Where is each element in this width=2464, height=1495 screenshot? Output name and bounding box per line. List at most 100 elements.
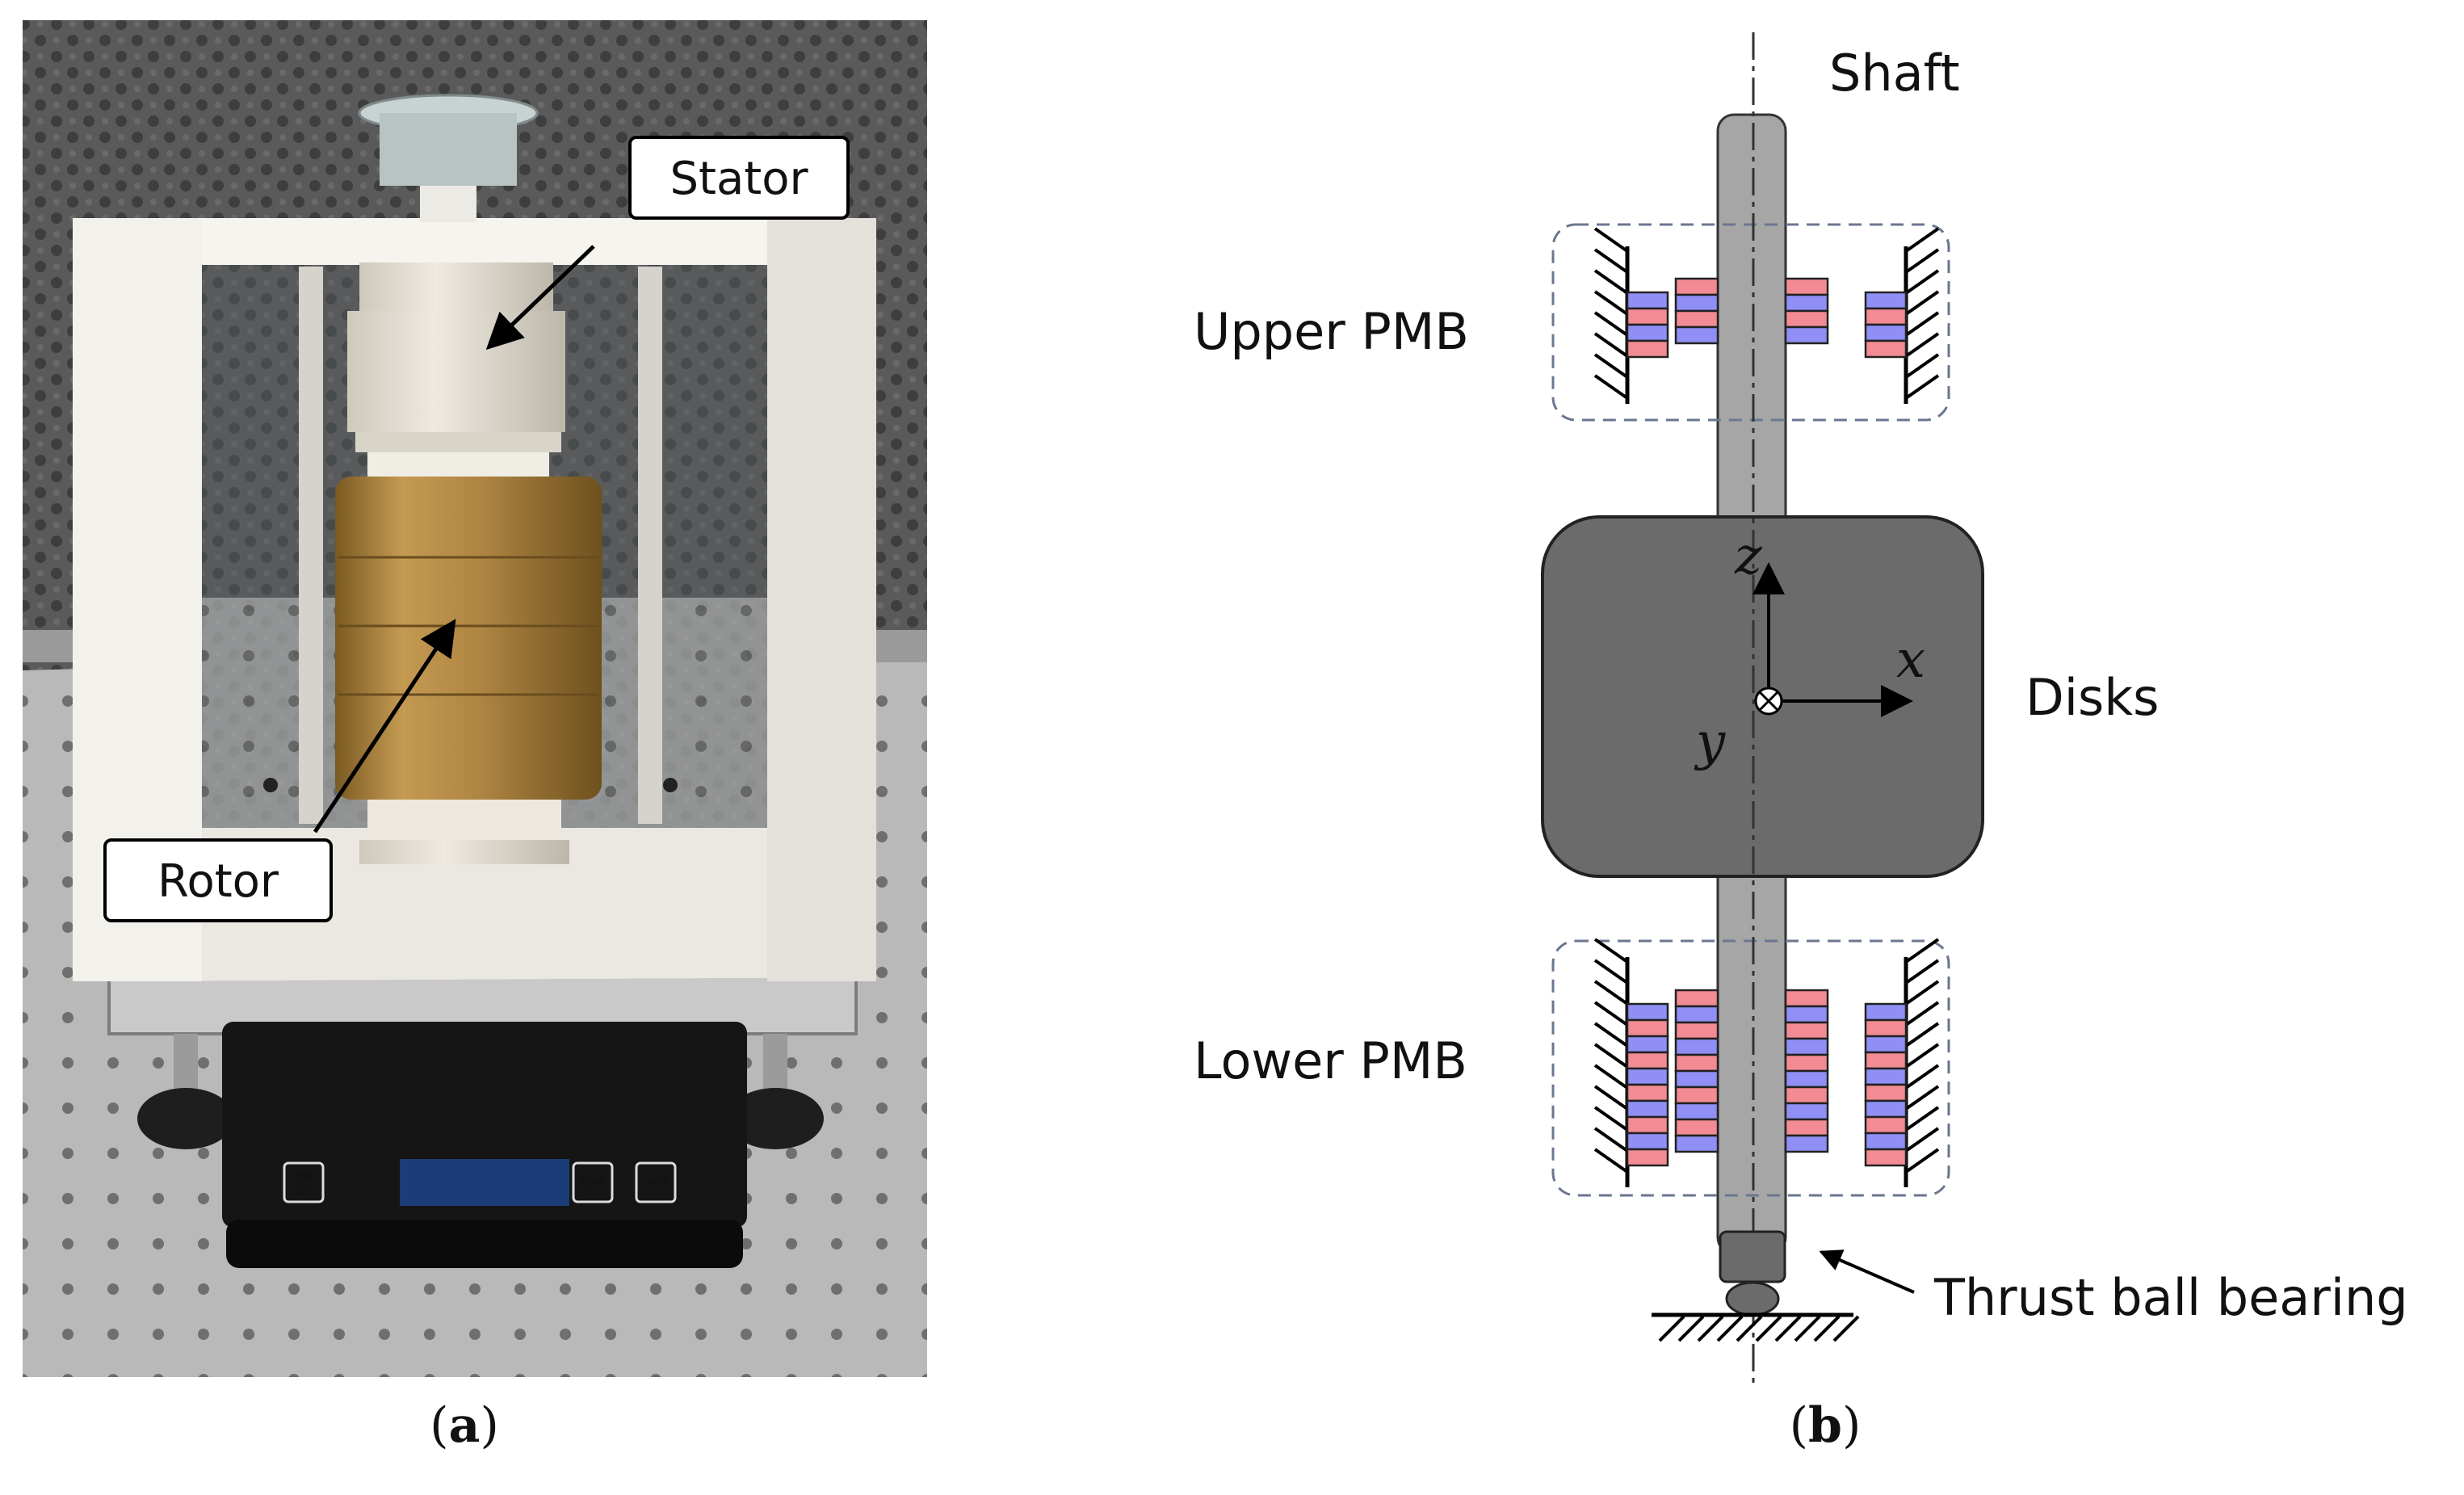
axis-x-label: x	[1896, 630, 1925, 690]
wall-hatch	[1904, 980, 1940, 1006]
leveling-foot	[727, 1088, 824, 1149]
magnet-layer	[1626, 291, 1669, 310]
ground-hatch-stroke	[1813, 1315, 1841, 1342]
wall-hatch	[1593, 290, 1629, 316]
ground-hatch-stroke	[1716, 1315, 1744, 1342]
upper-pmb-magnets	[1626, 277, 1908, 359]
panel-b-caption: (b)	[1790, 1397, 1862, 1454]
lower-pmb-label: Lower PMB	[1194, 1031, 1467, 1090]
wall-hatch	[1904, 1148, 1940, 1174]
magnet-layer	[1674, 989, 1719, 1008]
magnet-layer	[1784, 1118, 1829, 1137]
wall-hatch	[1593, 980, 1629, 1006]
magnet-layer	[1864, 339, 1908, 359]
wall-hatch	[1593, 1085, 1629, 1111]
magnet-layer	[1784, 309, 1829, 329]
thrust-ball-bearing	[1652, 1230, 1915, 1342]
magnet-layer	[1626, 1035, 1669, 1054]
lower-pmb-magnets	[1626, 989, 1908, 1167]
leveling-foot	[137, 1088, 234, 1149]
rotor-assembly	[335, 477, 602, 864]
magnet-layer	[1674, 1118, 1719, 1137]
magnet-layer	[1674, 1069, 1719, 1089]
magnet-layer	[1626, 307, 1669, 326]
magnet-layer	[1626, 1018, 1669, 1038]
lower-pmb-box	[1551, 939, 1950, 1197]
magnet-layer	[1784, 1021, 1829, 1040]
wall-hatch	[1593, 269, 1629, 295]
ground-hatch-stroke	[1736, 1315, 1763, 1342]
wall-hatch	[1904, 374, 1940, 400]
magnet-layer	[1784, 1053, 1829, 1073]
magnet-layer	[1674, 1021, 1719, 1040]
wall-hatch	[1593, 1043, 1629, 1069]
wall-hatch	[1593, 1148, 1629, 1174]
magnet-layer	[1626, 1083, 1669, 1102]
stator-callout: Stator	[485, 136, 850, 351]
svg-text:TARE: TARE	[580, 1178, 606, 1189]
magnet-layer	[1784, 1069, 1829, 1089]
svg-text:Stator: Stator	[670, 153, 808, 205]
magnet-layer	[1864, 1051, 1908, 1070]
upper-pmb-right-wall	[1904, 227, 1940, 404]
magnet-layer	[1674, 1037, 1719, 1056]
scale-button-tare: TARE	[572, 1161, 614, 1203]
magnet-layer	[1626, 323, 1669, 342]
axis-y-label: y	[1694, 712, 1726, 772]
upper-pmb-box	[1551, 223, 1950, 422]
axis-z-label: z	[1734, 527, 1763, 586]
wall-hatch	[1904, 269, 1940, 295]
wall-hatch	[1904, 938, 1940, 964]
magnet-layer	[1864, 1115, 1908, 1135]
magnet-layer	[1864, 1099, 1908, 1119]
magnet-layer	[1674, 277, 1719, 296]
ground-hatch-stroke	[1774, 1315, 1802, 1342]
wall-hatch	[1593, 227, 1629, 253]
wall-hatch	[1593, 1064, 1629, 1090]
svg-text:OFF: OFF	[293, 1186, 313, 1199]
magnet-layer	[1784, 277, 1829, 296]
magnet-layer	[1674, 1086, 1719, 1105]
wall-hatch	[1904, 1106, 1940, 1132]
upper-pmb-label: Upper PMB	[1194, 302, 1469, 361]
magnet-layer	[1864, 1083, 1908, 1102]
ground-hatch-stroke	[1794, 1315, 1821, 1342]
wall-hatch	[1593, 332, 1629, 358]
wall-hatch	[1593, 1127, 1629, 1153]
wall-hatch	[1593, 374, 1629, 400]
wall-hatch	[1904, 353, 1940, 379]
magnet-layer	[1626, 339, 1669, 359]
magnet-layer	[1674, 1005, 1719, 1024]
schematic-panel: z x y Shaft Upper PMB Disks Lower PMB Th…	[1194, 32, 2408, 1454]
wall-hatch	[1593, 311, 1629, 337]
rotor-callout: Rotor	[103, 619, 456, 922]
wall-hatch	[1904, 1127, 1940, 1153]
wall-hatch	[1593, 1001, 1629, 1027]
wall-hatch	[1904, 1085, 1940, 1111]
magnet-layer	[1674, 1053, 1719, 1073]
wall-hatch	[1593, 353, 1629, 379]
magnet-layer	[1864, 1067, 1908, 1086]
magnet-layer	[1626, 1002, 1669, 1022]
wall-hatch	[1904, 227, 1940, 253]
magnet-layer	[1626, 1132, 1669, 1151]
wall-hatch	[1593, 938, 1629, 964]
scale-button-on-off: ON OFF	[283, 1161, 325, 1203]
svg-text:ON: ON	[296, 1172, 312, 1184]
ground-hatch-stroke	[1658, 1315, 1685, 1342]
svg-text:UNIT: UNIT	[644, 1178, 668, 1189]
svg-text:Rotor: Rotor	[157, 855, 279, 908]
wall-hatch	[1593, 1022, 1629, 1048]
coordinate-axes: z x y	[1694, 527, 1925, 772]
magnet-layer	[1784, 1102, 1829, 1121]
magnet-layer	[1784, 293, 1829, 313]
panel-a-caption: (a)	[430, 1397, 499, 1454]
wall-hatch	[1593, 248, 1629, 274]
wall-hatch	[1593, 959, 1629, 985]
scale-display	[400, 1159, 569, 1206]
magnet-layer	[1674, 309, 1719, 329]
weighing-scale	[222, 1022, 747, 1228]
wall-hatch	[1904, 1022, 1940, 1048]
magnet-layer	[1784, 1086, 1829, 1105]
wall-hatch	[1904, 332, 1940, 358]
